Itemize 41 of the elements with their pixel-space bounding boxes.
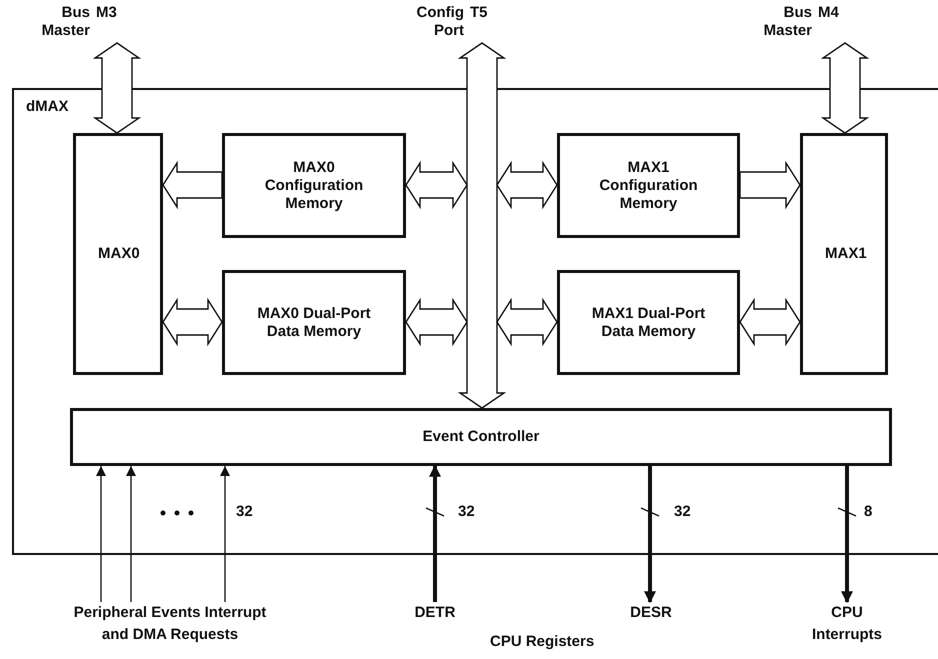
- bus-arrow: [405, 298, 468, 346]
- bus-arrow: [162, 298, 223, 346]
- group-label: CPU Registers: [490, 633, 594, 651]
- signal-arrow: [126, 466, 136, 602]
- bus-arrow: [162, 160, 223, 210]
- bus-name: Bus Master: [40, 4, 90, 40]
- bus-width-label: 8: [864, 503, 872, 521]
- processor-box: MAX0: [73, 133, 163, 375]
- signal-label: DESR: [624, 602, 678, 626]
- signal-label: DETR: [408, 602, 462, 626]
- bus-arrow: [496, 298, 558, 346]
- bus-arrow: [820, 42, 870, 134]
- bus-width-label: 32: [458, 503, 475, 521]
- bus-arrow: [405, 160, 468, 210]
- memory-box: MAX1 Configuration Memory: [557, 133, 740, 238]
- module-title: dMAX: [26, 98, 68, 116]
- signal-arrow: [429, 464, 441, 602]
- signal-arrow: [841, 466, 853, 604]
- bus-arrow: [92, 42, 142, 134]
- bus-width-label: 32: [236, 503, 253, 521]
- bus-name: Bus Master: [762, 4, 812, 40]
- signal-arrow: [644, 466, 656, 604]
- module-boundary: [12, 88, 938, 555]
- memory-box: MAX1 Dual-Port Data Memory: [557, 270, 740, 375]
- memory-box: MAX0 Dual-Port Data Memory: [222, 270, 406, 375]
- bus-id: M4: [818, 4, 839, 22]
- signal-label: Peripheral Events Interrupt and DMA Requests: [66, 602, 274, 656]
- memory-box: MAX0 Configuration Memory: [222, 133, 406, 238]
- processor-box: MAX1: [800, 133, 888, 375]
- signal-label: CPU Interrupts: [806, 602, 888, 656]
- bus-id: T5: [470, 4, 488, 22]
- bus-width-label: 32: [674, 503, 691, 521]
- bus-id: M3: [96, 4, 117, 22]
- signal-arrow: [96, 466, 106, 602]
- bus-name: Config Port: [416, 4, 464, 40]
- bus-arrow: [739, 298, 801, 346]
- signal-arrow: [220, 466, 230, 602]
- controller-box: Event Controller: [70, 408, 892, 466]
- bus-arrow: [496, 160, 558, 210]
- bus-arrow: [458, 42, 506, 409]
- bus-arrow: [739, 160, 801, 210]
